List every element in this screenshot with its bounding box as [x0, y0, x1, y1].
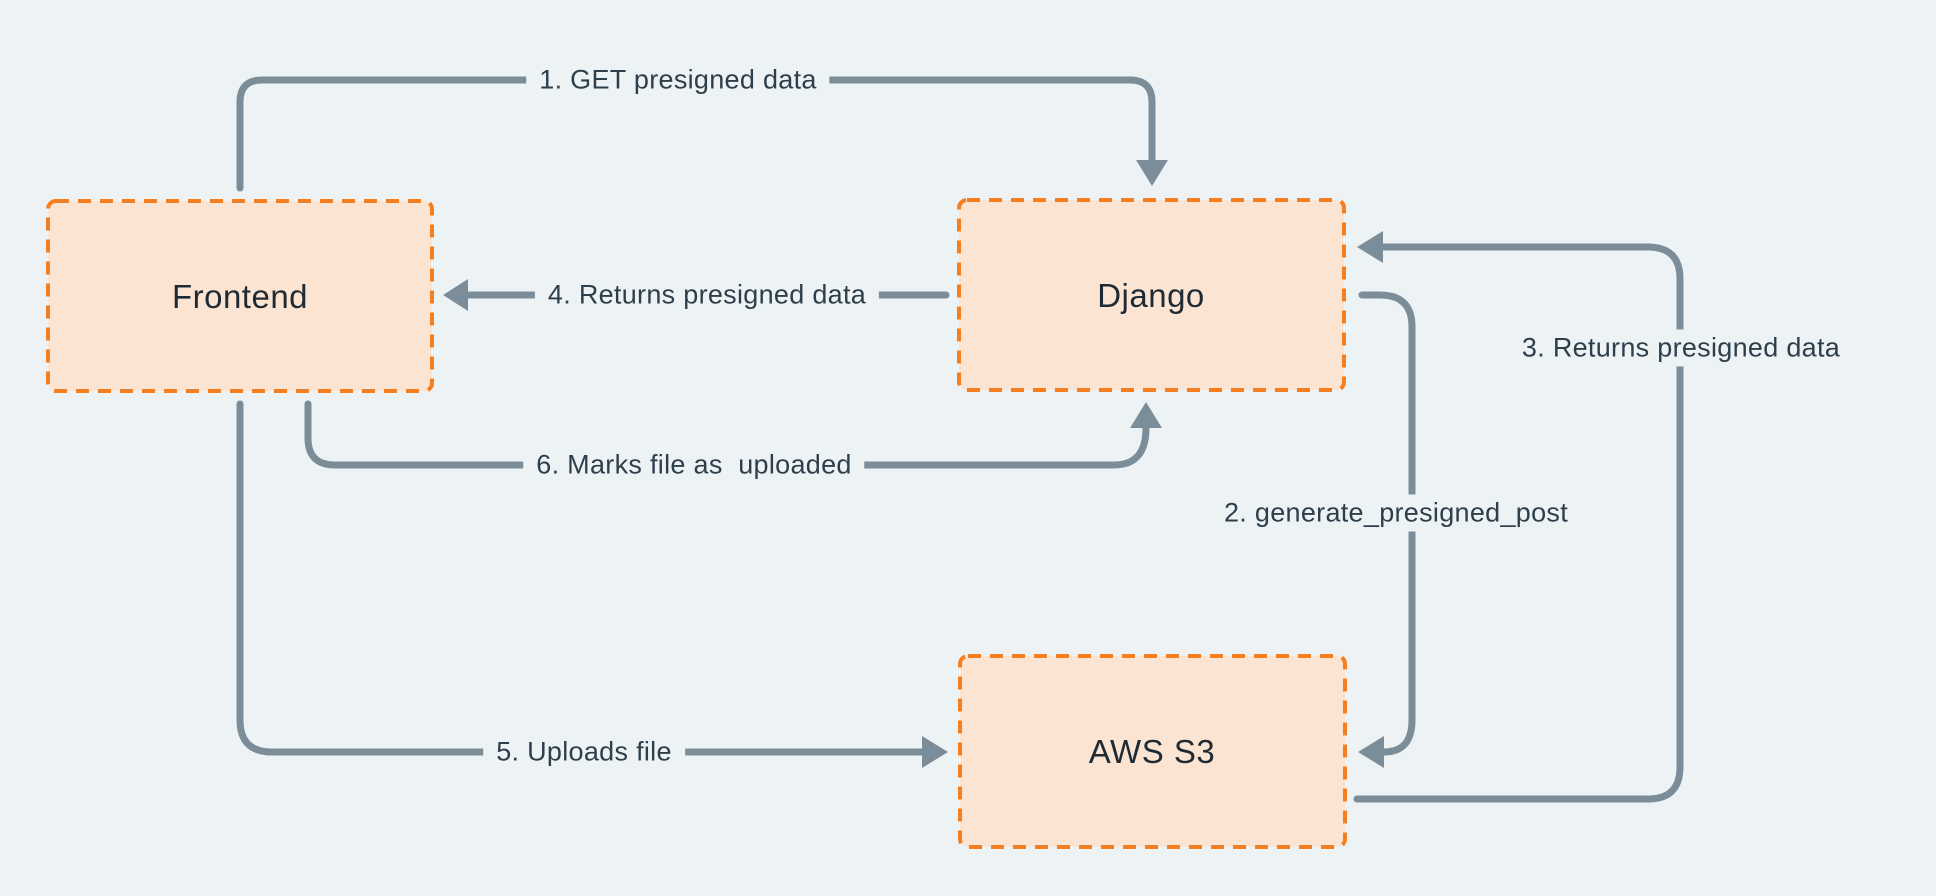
flow-label-5: 5. Uploads file	[483, 733, 685, 771]
flow-arrow-6	[304, 400, 1150, 469]
arrowhead-left-4	[443, 279, 468, 311]
node-label-aws-s3: AWS S3	[1088, 732, 1216, 770]
flow-label-4: 4. Returns presigned data	[534, 276, 880, 314]
flow-arrow-3	[1353, 243, 1684, 803]
node-box-frontend	[46, 199, 434, 393]
node-label-frontend: Frontend	[171, 277, 309, 315]
flow-label-6: 6. Marks file as uploaded	[523, 446, 865, 484]
flow-arrow-5	[236, 400, 926, 756]
arrowhead-up-6	[1130, 402, 1162, 428]
flow-label-3: 3. Returns presigned data	[1508, 329, 1854, 367]
flow-arrow-2	[1358, 291, 1416, 756]
flow-label-1: 1. GET presigned data	[526, 61, 830, 99]
arrowhead-down-1	[1136, 160, 1168, 186]
flow-label-2: 2. generate_presigned_post	[1210, 494, 1582, 532]
node-label-django: Django	[1097, 276, 1205, 314]
arrowhead-left-2	[1358, 736, 1384, 768]
node-box-aws-s3	[958, 654, 1347, 849]
arrowhead-right-5	[922, 736, 948, 768]
node-box-django	[957, 198, 1346, 392]
arrowhead-left-3	[1357, 231, 1383, 263]
